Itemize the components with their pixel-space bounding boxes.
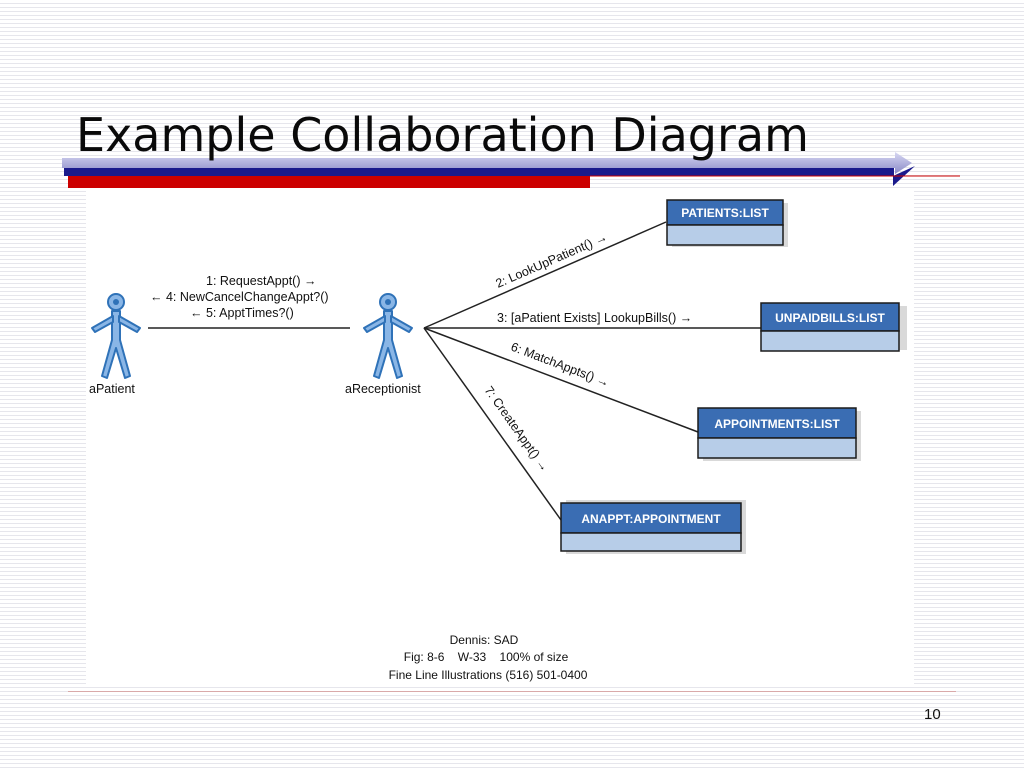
object-patients-list: PATIENTS:LIST [666,199,788,247]
object-anappt-label: ANAPPT:APPOINTMENT [581,512,721,526]
link-to-anappt [423,327,562,521]
page-number: 10 [924,706,941,723]
footer-divider [68,691,956,692]
object-appointments-label: APPOINTMENTS:LIST [714,417,840,431]
link-to-appointments-list [423,327,699,433]
message-lookup-patient: 2: LookUpPatient() → [494,230,610,291]
slide-title: Example Collaboration Diagram [76,108,809,162]
actor-receptionist-label: aReceptionist [345,382,421,396]
object-patients-label: PATIENTS:LIST [681,206,769,220]
title-bar-red [68,176,590,188]
credit-line-2: Fig: 8-6 W-33 100% of size [404,650,569,664]
object-unpaidbills-list: UNPAIDBILLS:LIST [760,302,907,352]
title-bar-silver [62,152,912,174]
link-to-patients-list [423,221,667,329]
actor-receptionist-icon [363,293,413,379]
message-appt-times: ← 5: ApptTimes?() [190,306,294,320]
diagram-canvas: aPatient aReceptionist 1: RequestAppt() … [89,199,907,682]
title-underline-decoration [62,152,960,188]
object-unpaidbills-label: UNPAIDBILLS:LIST [775,311,885,325]
message-create-appt: 7: CreateAppt() → [482,384,552,475]
actor-patient-icon [91,293,141,379]
credit-line-1: Dennis: SAD [450,633,519,647]
message-lookup-bills: 3: [aPatient Exists] LookupBills() → [497,311,692,325]
title-bar-blue [64,168,894,176]
message-match-appts: 6: MatchAppts() → [509,340,611,390]
credit-line-3: Fine Line Illustrations (516) 501-0400 [389,668,588,682]
message-new-cancel-change-appt: ← 4: NewCancelChangeAppt?() [150,290,329,304]
actor-patient-label: aPatient [89,382,135,396]
object-anappt-appointment: ANAPPT:APPOINTMENT [560,500,746,554]
message-request-appt: 1: RequestAppt() → [206,274,316,288]
collaboration-diagram: aPatient aReceptionist 1: RequestAppt() … [86,190,914,686]
object-appointments-list: APPOINTMENTS:LIST [697,407,861,461]
